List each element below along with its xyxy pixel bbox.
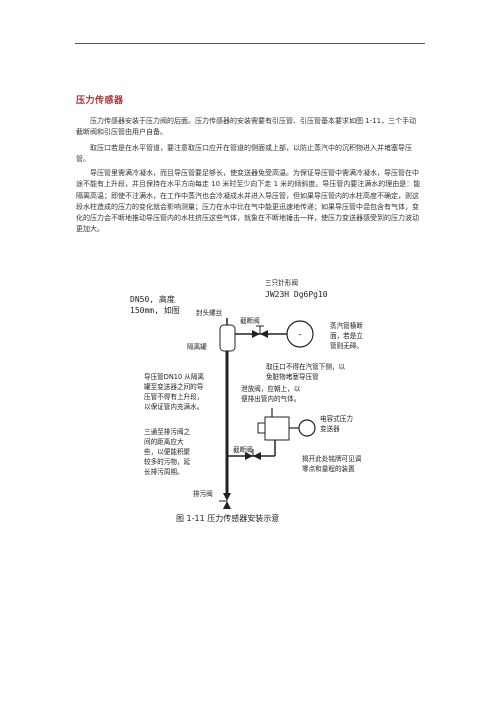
top-rule [75,43,425,44]
label-dn50-height: 150mm, 如图 [130,306,180,315]
label-impulse-dn10-4: 以保证管内充满水。 [144,403,204,411]
label-steam-pipe-2: 面，若是立 [330,332,363,340]
label-isolation-tank: 隔离罐 [187,343,207,351]
transmitter-flange [257,422,266,434]
label-impulse-dn10-3: 压管不得有上升段， [144,393,204,401]
label-transmitter-2: 变送器 [320,425,340,433]
paragraph-2: 取压口若是在水平管道，要注意取压口应开在管道的侧面或上部，以防止蒸汽中的沉积物进… [76,144,412,164]
mid-shutoff-valve [245,449,261,460]
label-impulse-dn10-2: 罐至变送器之间的导 [144,383,204,391]
label-drain-valve: 排污阀 [193,490,213,498]
drain-valve [219,493,231,509]
label-vent-valve: 泄放阀，应朝上，以 [241,385,301,393]
label-vent-valve-2: 便排出管内的气体。 [241,395,301,403]
label-top-valve: 截断阀 [240,317,260,325]
paragraph-3: 导压管里需满冷凝水，而且导压管要足够长，使变送器免受高温。为保证导压管中需满冷凝… [76,169,421,234]
label-port-note-2: 免脏物堵塞导压管 [266,373,319,381]
steam-pipe-symbol: - [298,330,301,340]
label-tee-distance-2: 间的距离应大 [144,438,184,446]
label-impulse-dn10: 导压管DN10 从隔离 [144,373,205,381]
top-shutoff-valve [252,325,268,338]
label-transmitter: 电容式压力 [320,415,353,423]
steam-pipe [286,320,314,348]
label-tee-distance-3: 些，以便能积聚 [144,448,191,456]
figure-caption: 图 1-11 压力传感器安装示意 [176,514,280,523]
label-tee-distance-4: 较多的污物，延 [144,458,191,466]
section-title: 压力传感器 [76,96,124,106]
label-plug-screw: 封头螺丝 [196,309,223,317]
paragraph-1: 压力传感器安装于压力阀的后面。压力传感器的安装需要有引压管、引压管基本要求如图 … [76,117,417,137]
label-three-needle-valves: 三只针形阀 [265,279,298,287]
label-port-note: 取压口不得在汽管下侧，以 [266,363,346,371]
label-steam-pipe-3: 管则无碍。 [330,342,363,350]
label-nameplate-cover-2: 零点和量程的装置 [302,465,355,473]
label-tee-distance: 三通至排污阀之 [144,428,191,436]
label-valve-model: JW23H Dg6Pg10 [265,290,328,299]
label-nameplate-cover: 揭开此处铭牌可见调 [302,455,362,463]
isolation-tank [219,324,236,352]
label-mid-valve: 截断阀 [233,446,253,454]
pressure-transmitter [264,416,290,441]
transmitter-head [298,419,316,437]
label-dn50: DN50, 高度 [130,295,175,304]
label-steam-pipe: 蒸汽管横断 [330,322,363,330]
label-tee-distance-5: 长排污周期。 [144,468,184,476]
